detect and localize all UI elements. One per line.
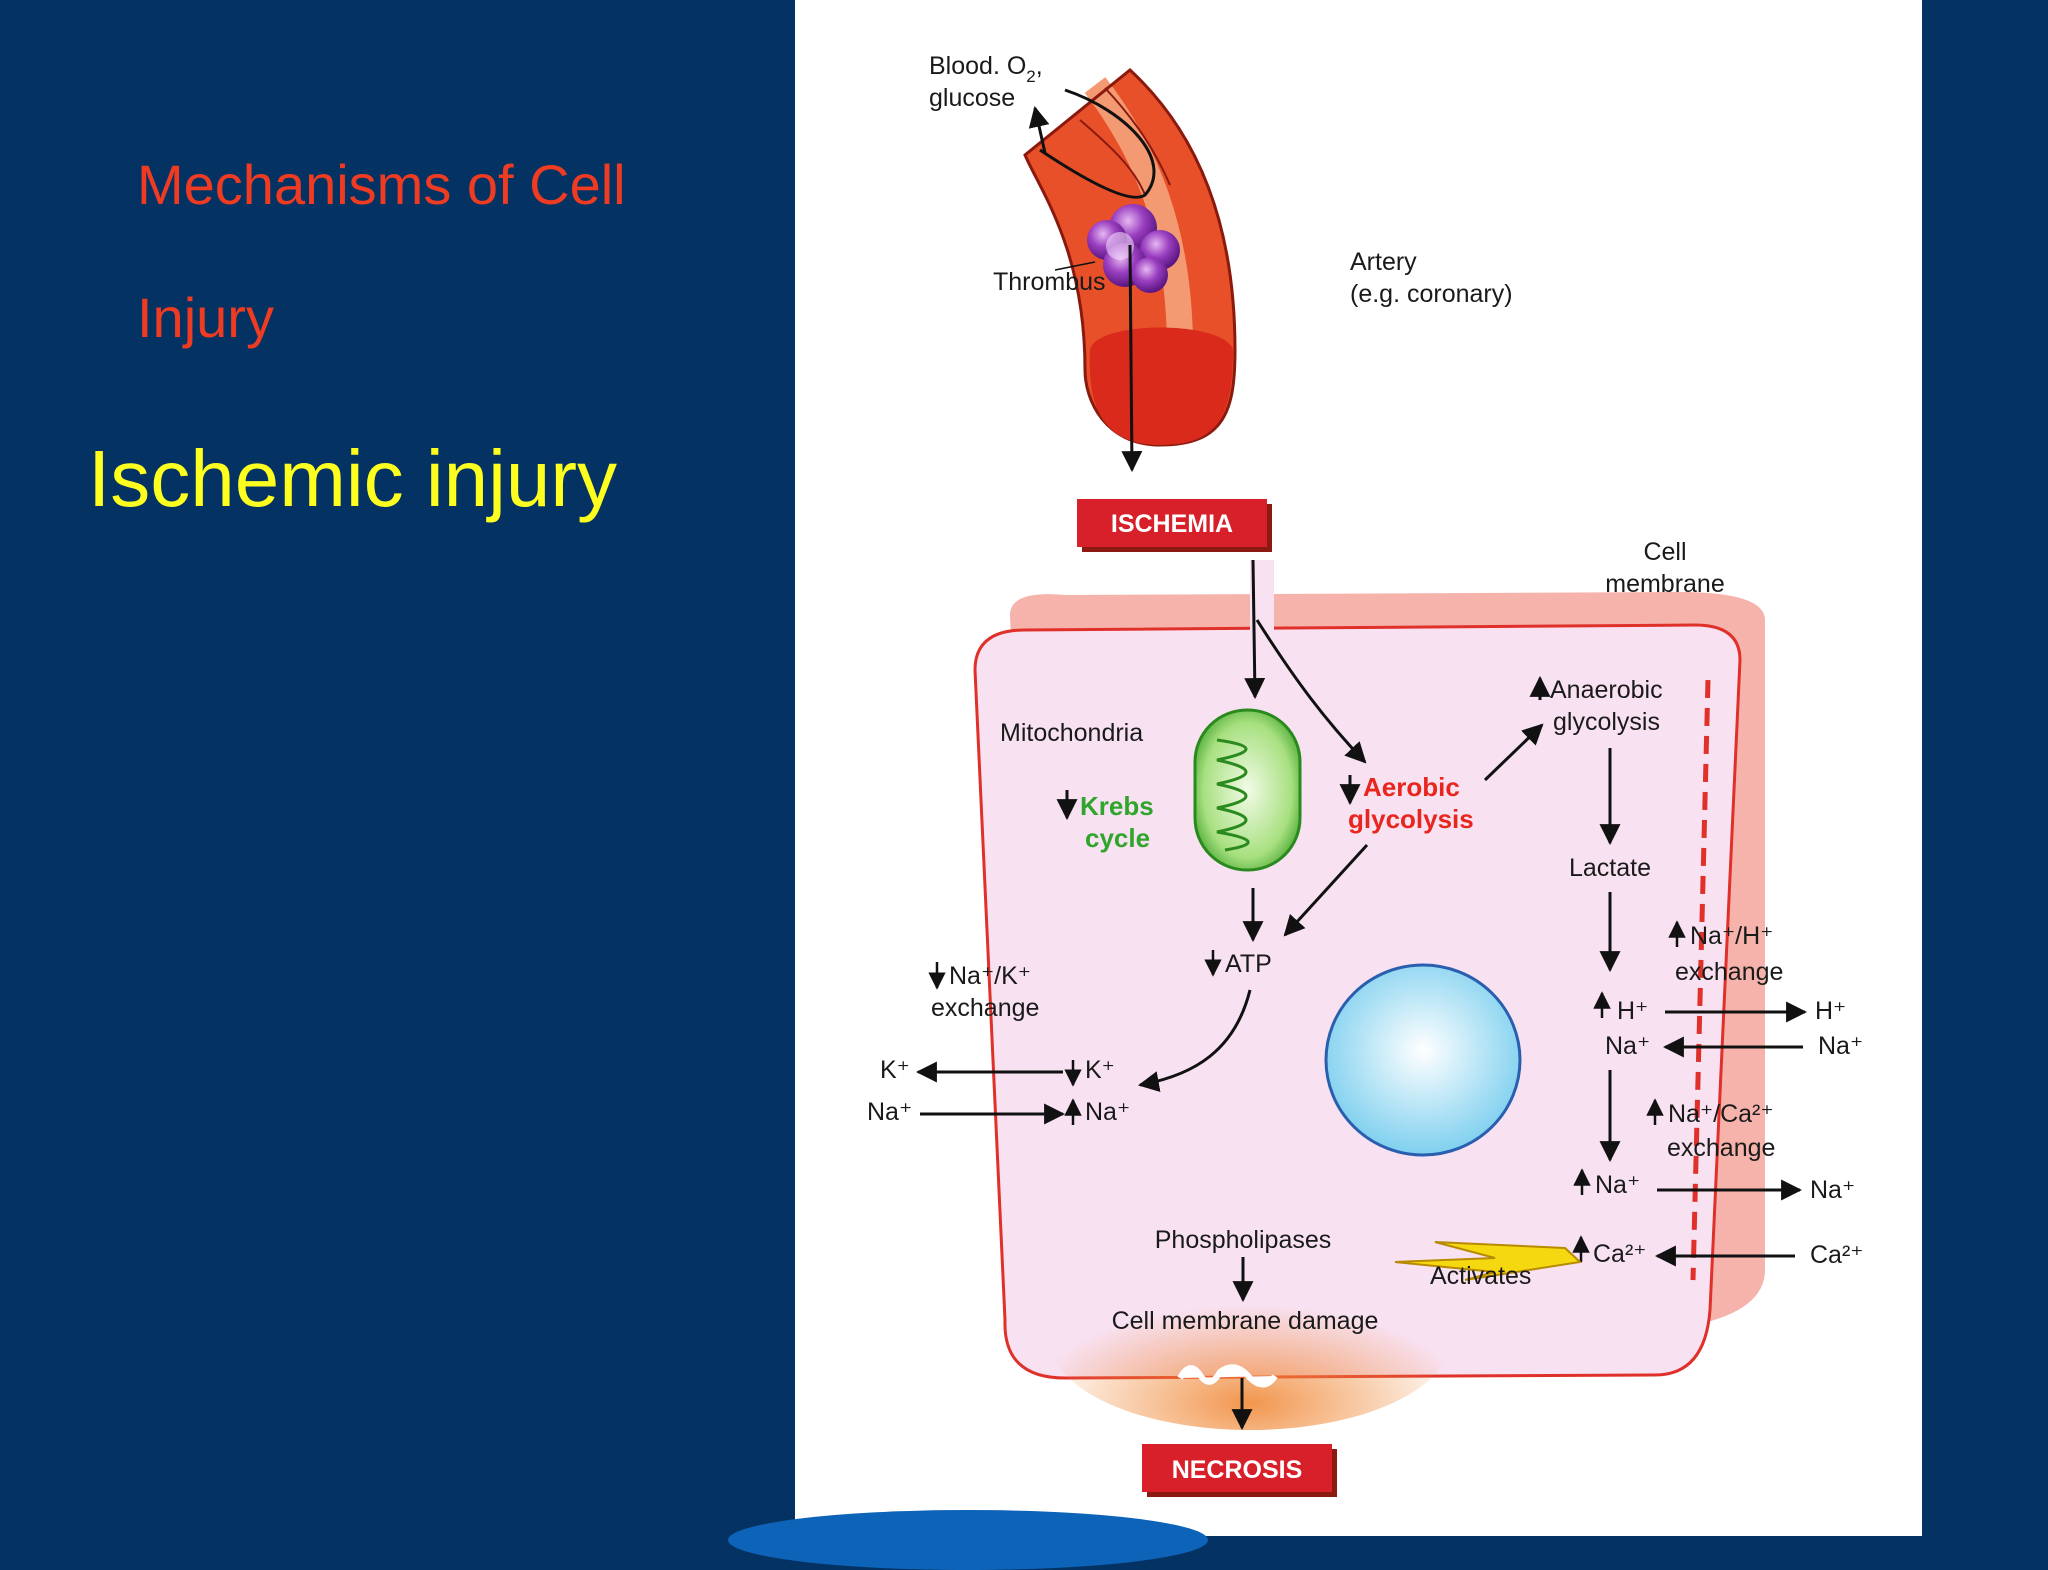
- lightning-icon: [1394, 1241, 1583, 1281]
- cell-membrane-label: Cell: [1643, 538, 1686, 566]
- nah-exchange-label: Na⁺/H⁺: [1690, 922, 1773, 950]
- na-inside-label: Na⁺: [1085, 1098, 1130, 1126]
- h-outside-label: H⁺: [1815, 997, 1846, 1025]
- na-outside-r1-label: Na⁺: [1818, 1032, 1863, 1060]
- blood-flow-arrow: [1028, 105, 1050, 154]
- activates-label: Activates: [1430, 1262, 1531, 1290]
- ca-inside-label: Ca²⁺: [1593, 1240, 1646, 1268]
- ischemia-box: ISCHEMIA: [1077, 499, 1272, 552]
- aerobic-glycolysis-label: Aerobic: [1363, 772, 1460, 802]
- atp-label: ATP: [1225, 950, 1272, 978]
- na-inside-r2-label: Na⁺: [1595, 1171, 1640, 1199]
- krebs-label-2: cycle: [1085, 823, 1150, 853]
- anaerobic-glycolysis-label: Anaerobic: [1550, 676, 1663, 704]
- glucose-label: glucose: [929, 84, 1015, 112]
- nak-exchange-label: Na⁺/K⁺: [949, 962, 1031, 990]
- krebs-label: Krebs: [1080, 791, 1154, 821]
- mitochondrion-icon: [1193, 708, 1302, 872]
- nah-exchange-label-2: exchange: [1675, 958, 1783, 986]
- k-outside-label: K⁺: [880, 1056, 910, 1084]
- k-inside-label: K⁺: [1085, 1056, 1115, 1084]
- na-outside-r2-label: Na⁺: [1810, 1176, 1855, 1204]
- lactate-label: Lactate: [1569, 854, 1651, 882]
- slide-subtitle: Ischemic injury: [88, 434, 618, 523]
- blood-label: Blood. O2,: [929, 52, 1043, 86]
- na-inside-r1-label: Na⁺: [1605, 1032, 1650, 1060]
- nucleus-icon: [1324, 963, 1522, 1157]
- slide-title-line1: Mechanisms of Cell: [137, 153, 626, 216]
- membrane-damage-label: Cell membrane damage: [1112, 1307, 1379, 1335]
- artery-example-label: (e.g. coronary): [1350, 280, 1513, 308]
- svg-text:ISCHEMIA: ISCHEMIA: [1111, 510, 1233, 538]
- cell-membrane-label-2: membrane: [1605, 570, 1725, 598]
- necrosis-box: NECROSIS: [1142, 1444, 1337, 1497]
- phospholipases-label: Phospholipases: [1155, 1226, 1332, 1254]
- svg-text:NECROSIS: NECROSIS: [1172, 1456, 1303, 1484]
- slide-title-line2: Injury: [137, 286, 274, 349]
- h-inside-label: H⁺: [1617, 997, 1648, 1025]
- ca-outside-label: Ca²⁺: [1810, 1241, 1863, 1269]
- aerobic-glycolysis-label-2: glycolysis: [1348, 804, 1474, 834]
- decorative-shape: [728, 1510, 1208, 1570]
- artery-label: Artery: [1350, 248, 1417, 276]
- anaerobic-glycolysis-label-2: glycolysis: [1553, 708, 1660, 736]
- diagram-panel: Blood. O2, glucose Thrombus Artery (e.g.…: [795, 0, 1922, 1536]
- naca-exchange-label: Na⁺/Ca²⁺: [1668, 1100, 1774, 1128]
- mitochondria-label: Mitochondria: [1000, 719, 1143, 747]
- thrombus-icon: [1087, 204, 1180, 293]
- na-outside-label: Na⁺: [867, 1098, 912, 1126]
- naca-exchange-label-2: exchange: [1667, 1134, 1775, 1162]
- nak-exchange-label-2: exchange: [931, 994, 1039, 1022]
- thrombus-label: Thrombus: [993, 268, 1106, 296]
- ischemic-injury-diagram: Blood. O2, glucose Thrombus Artery (e.g.…: [867, 52, 1863, 1497]
